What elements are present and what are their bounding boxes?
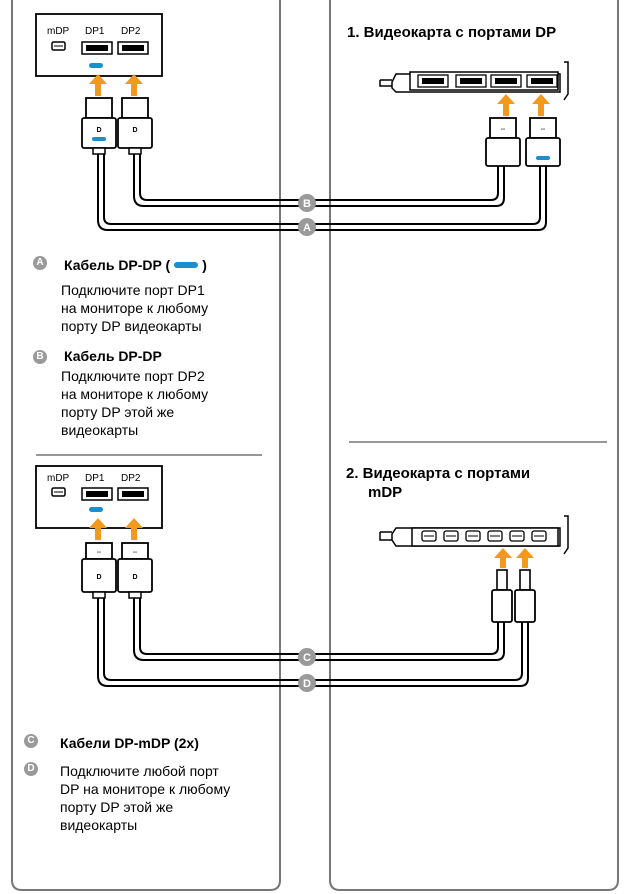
svg-text:D: D [96,574,101,581]
arrows-card-top [497,94,550,116]
connector-a-monitor-top: D [81,97,117,155]
cable-d [97,596,529,687]
svg-text:A: A [303,222,311,234]
legend-a-text: Подключите порт DP1 на мониторе к любому… [61,282,209,334]
connector-d-monitor: ▫▫ D [81,542,117,599]
port-label-dp2-bottom: DP2 [121,473,141,484]
svg-text:D: D [132,127,137,134]
blue-marker-top [89,63,103,68]
arrows-monitor-bottom [89,518,143,540]
cable-b-outer [133,150,505,207]
svg-text:▫▫: ▫▫ [501,127,505,133]
cable-c [133,596,505,661]
connector-a-card-top: ▫▫ [525,117,561,167]
legend-d-text: Подключите любой порт DP на мониторе к л… [60,763,231,833]
legend-b-text: Подключите порт DP2 на мониторе к любому… [61,368,209,438]
port-label-dp2-top: DP2 [121,26,141,37]
port-label-dp1-top: DP1 [85,26,105,37]
port-label-dp1-bottom: DP1 [85,473,105,484]
svg-text:▫▫: ▫▫ [97,550,101,556]
graphics-card-mdp [379,515,569,555]
svg-text:C: C [303,652,311,664]
connector-b-monitor-top: D [117,97,153,155]
mdp-plug-d [514,569,536,623]
right-panel-frame [329,0,619,891]
left-panel-frame [11,0,281,891]
cable-label-b: B [298,194,316,212]
legend-c-badge: C [24,734,38,748]
card1-title: 1. Видеокарта с портами DP [347,24,557,41]
legend-a-badge: A [33,256,47,270]
monitor-ports-top [35,13,163,77]
arrows-monitor-top [89,74,143,96]
legend-c-title: Кабели DP-mDP (2x) [60,735,199,751]
arrows-card-bottom [494,548,534,568]
card2-title-line1: 2. Видеокарта с портами [346,465,531,482]
graphics-card-dp [379,61,569,101]
mdp-plug-c [491,569,513,623]
svg-text:D: D [96,127,101,134]
legend-b-title: Кабель DP-DP [64,348,162,364]
card2-title-line2: mDP [368,484,403,501]
cable-label-c: C [298,648,316,666]
connector-b-card-top: ▫▫ [485,117,521,167]
connector-c-monitor: ▫▫ D [117,542,153,599]
blue-marker-icon [174,262,199,269]
svg-text:D: D [132,574,137,581]
port-label-mdp-bottom: mDP [47,473,70,484]
monitor-ports-bottom [35,465,163,529]
cable-label-a: A [298,218,316,236]
legend-d-badge: D [24,762,38,776]
legend-a-title: Кабель DP-DP () [64,257,207,273]
port-label-mdp-top: mDP [47,26,70,37]
svg-text:▫▫: ▫▫ [541,127,545,133]
svg-text:B: B [303,198,311,210]
cable-label-d: D [298,674,316,692]
cable-a-outer [97,150,547,231]
legend-b-badge: B [33,350,47,364]
svg-text:▫▫: ▫▫ [133,550,137,556]
svg-text:D: D [303,678,311,690]
